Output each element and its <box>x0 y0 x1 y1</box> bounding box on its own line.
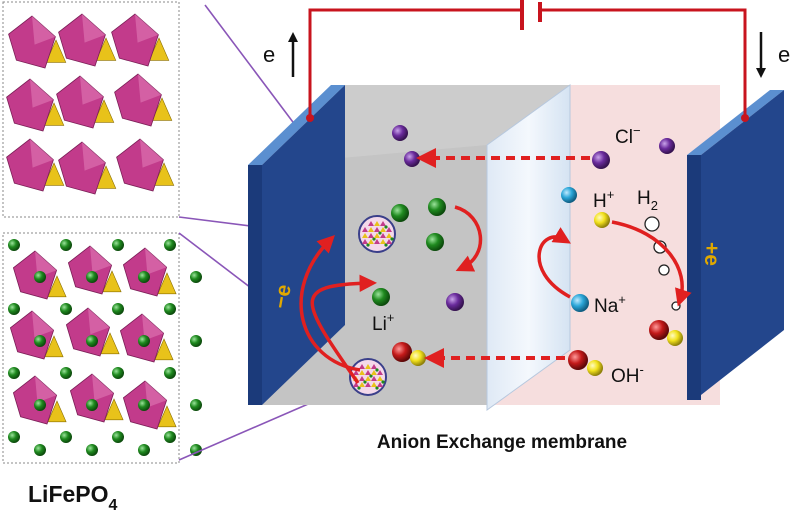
hydroxide-molecule-left <box>392 342 426 366</box>
tetrahedron <box>100 332 120 355</box>
sodium-ion <box>571 294 589 312</box>
lithium-atom <box>138 271 150 283</box>
lithium-atom <box>112 303 124 315</box>
lithium-atom <box>190 271 202 283</box>
tetrahedron <box>102 270 122 293</box>
tetrahedron <box>47 275 67 298</box>
lithium-atom <box>112 431 124 443</box>
tetrahedron <box>95 37 117 61</box>
lithium-atom <box>86 444 98 456</box>
proton-ion <box>594 212 610 228</box>
tetrahedron <box>154 338 174 361</box>
battery-symbol <box>520 0 542 30</box>
lithium-atom <box>138 335 150 347</box>
tetrahedron <box>104 398 124 421</box>
lithium-atom <box>164 239 176 251</box>
plus-e-label: +e <box>700 242 723 266</box>
lithium-atom <box>138 399 150 411</box>
hydrogen-bubbles <box>644 216 681 311</box>
chloride-label: Cl− <box>615 123 641 148</box>
lithium-atom <box>190 444 202 456</box>
minus-e-label: −e <box>269 283 296 311</box>
lithium-atom <box>34 399 46 411</box>
tetrahedron <box>47 400 67 423</box>
curved-reaction-arrows <box>299 205 692 385</box>
formula-label: LiFePO4 <box>28 481 118 514</box>
lifepo4-particle-bottom <box>349 358 387 396</box>
lithium-atom <box>190 335 202 347</box>
external-circuit-wire <box>308 8 747 118</box>
lithium-atom <box>164 367 176 379</box>
tetrahedron <box>151 97 173 121</box>
lifepo4-particle-top <box>358 215 396 253</box>
lithium-ion <box>391 204 409 222</box>
lithium-atom <box>34 335 46 347</box>
chloride-ion <box>392 125 408 141</box>
crystal-panel-bottom <box>2 232 202 464</box>
water-molecule <box>649 320 683 346</box>
proton-label: H+ <box>593 187 614 212</box>
crystal-panel-top <box>2 1 180 218</box>
lithium-atom <box>60 431 72 443</box>
lithium-atom <box>190 399 202 411</box>
lithium-ions <box>372 198 446 306</box>
tetrahedron <box>43 162 65 186</box>
lithium-atom <box>8 239 20 251</box>
chloride-ion <box>404 151 420 167</box>
membrane-caption: Anion Exchange membrane <box>377 432 627 453</box>
tetrahedron <box>43 102 65 126</box>
chloride-ions <box>392 125 675 311</box>
lithium-atom <box>112 239 124 251</box>
tetrahedron <box>153 162 175 186</box>
wire-contact-right <box>741 114 749 122</box>
tetrahedron <box>45 39 67 63</box>
wire-contact-left <box>306 114 314 122</box>
lithium-atom <box>164 303 176 315</box>
chloride-ion <box>446 293 464 311</box>
lithium-atom <box>8 367 20 379</box>
hydrogen-label: H2 <box>637 188 658 213</box>
lithium-atom <box>60 303 72 315</box>
tetrahedron <box>95 165 117 189</box>
tetrahedron <box>148 37 170 61</box>
lithium-atom <box>34 271 46 283</box>
lithium-atom <box>138 444 150 456</box>
chloride-ion <box>592 151 610 169</box>
lithium-ion <box>428 198 446 216</box>
lithium-atom <box>164 431 176 443</box>
hydroxide-molecule-right <box>568 350 603 376</box>
hydroxide-label: OH- <box>611 362 644 387</box>
left-electrode <box>248 85 345 405</box>
electron-label-left: e <box>263 42 275 67</box>
lithium-atom <box>60 367 72 379</box>
tetrahedron <box>44 335 64 358</box>
lithium-atom <box>86 335 98 347</box>
lithium-ion <box>426 233 444 251</box>
lithium-atom <box>8 431 20 443</box>
tetrahedron <box>157 405 177 428</box>
lithium-ion <box>372 288 390 306</box>
lithium-atom <box>60 239 72 251</box>
lithium-atom <box>8 303 20 315</box>
tetrahedron <box>157 272 177 295</box>
membrane <box>486 84 571 411</box>
tetrahedron <box>93 99 115 123</box>
chloride-ion <box>659 138 675 154</box>
electron-label-right: e <box>778 42 790 67</box>
right-electrode <box>687 90 784 400</box>
sodium-label: Na+ <box>594 292 626 317</box>
lithium-atom <box>112 367 124 379</box>
lithium-atom <box>34 444 46 456</box>
lithium-atom <box>86 271 98 283</box>
lithium-label: Li+ <box>372 310 394 335</box>
proton-blue-ion <box>561 187 577 203</box>
lithium-atom <box>86 399 98 411</box>
